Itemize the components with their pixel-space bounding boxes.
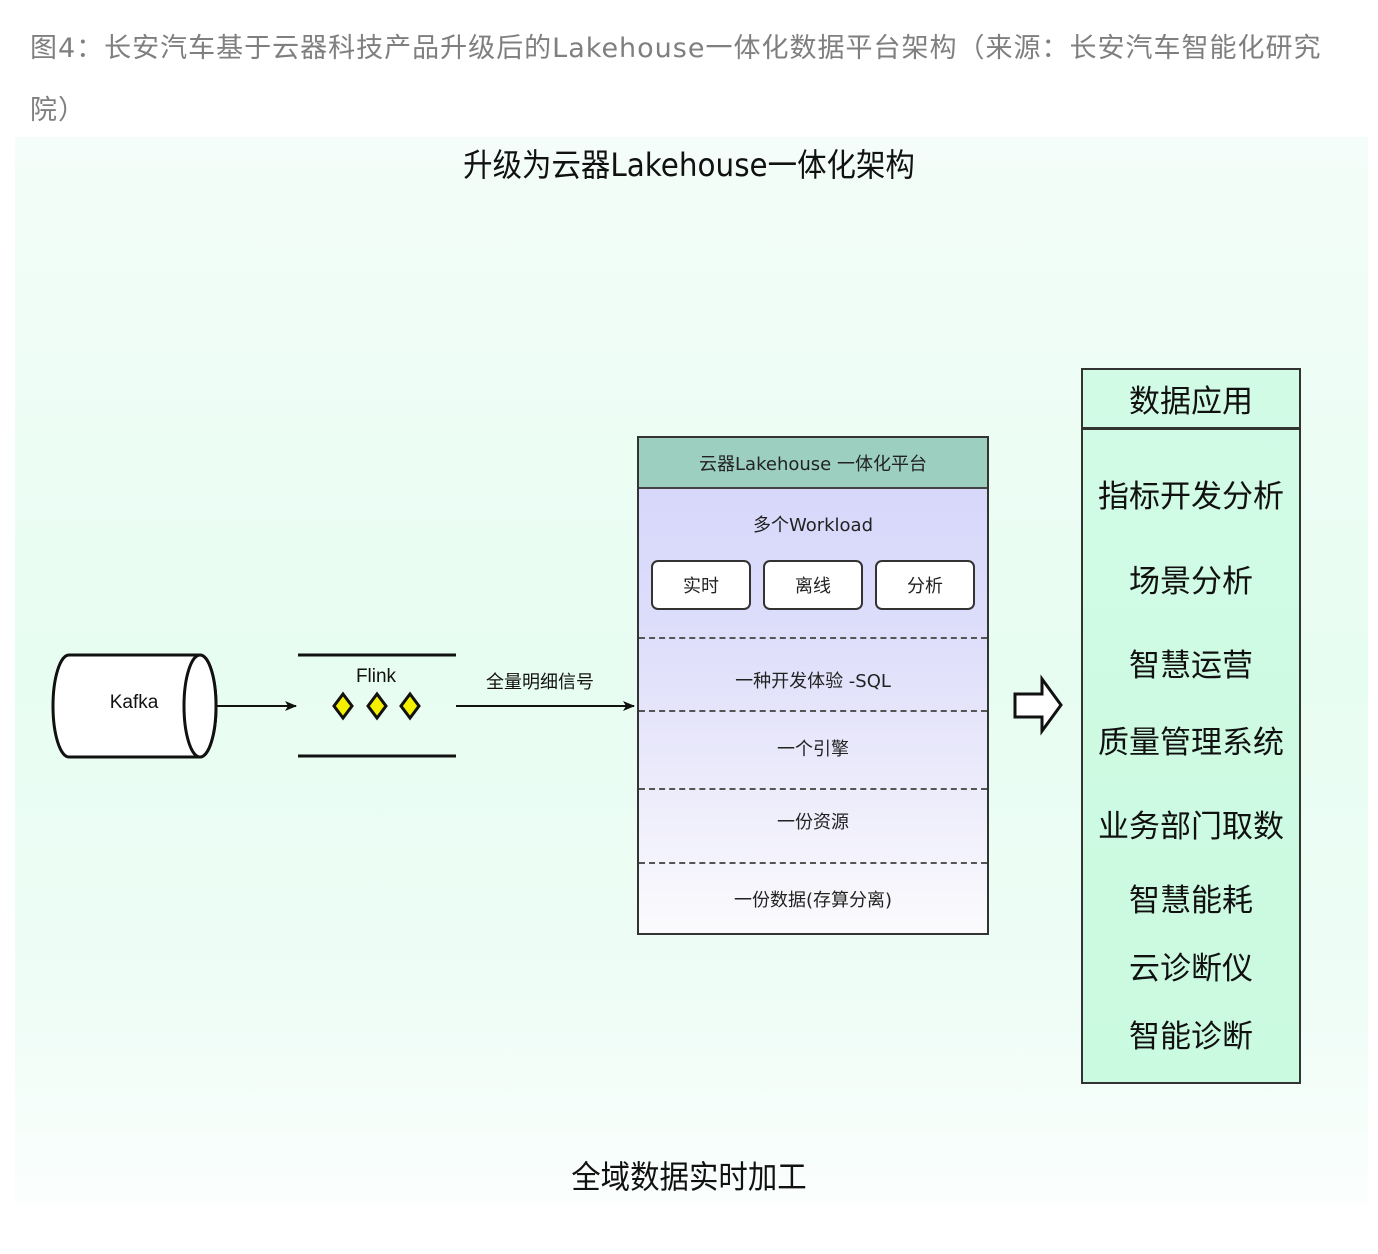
layer-data: 一份数据(存算分离) [639,864,987,933]
layer-label: 一种开发体验 -SQL [735,671,891,692]
app-item: 业务部门取数 [1098,809,1284,845]
app-item: 质量管理系统 [1098,725,1284,761]
applications-title: 数据应用 [1083,370,1299,430]
workload-offline: 离线 [763,560,863,610]
workload-group: 实时 离线 分析 [651,560,975,610]
diamond-2 [366,691,388,721]
workload-analysis: 分析 [875,560,975,610]
layer-sql: 一种开发体验 -SQL [639,639,987,712]
kafka-label: Kafka [109,692,159,713]
lakehouse-platform: 云器Lakehouse 一体化平台 多个Workload 实时 离线 分析 一种… [637,436,989,935]
workload-realtime: 实时 [651,560,751,610]
layer-label: 一份数据(存算分离) [733,890,893,911]
diagram-title: 升级为云器Lakehouse一体化架构 [463,146,915,184]
layer-engine: 一个引擎 [639,712,987,790]
data-applications: 数据应用 指标开发分析 场景分析 智慧运营 质量管理系统 业务部门取数 智慧能耗… [1081,368,1301,1084]
diagram-footer: 全域数据实时加工 [571,1158,807,1196]
app-item: 指标开发分析 [1098,479,1284,515]
diamond-3 [399,691,421,721]
stream-diamonds-icon [332,691,421,721]
layer-label: 一份资源 [777,812,849,833]
figure-caption: 图4：长安汽车基于云器科技产品升级后的Lakehouse一体化数据平台架构（来源… [30,33,1322,126]
workload-section: 多个Workload 实时 离线 分析 [639,489,987,639]
app-item: 云诊断仪 [1129,951,1253,987]
platform-title: 云器Lakehouse 一体化平台 [639,438,987,489]
flink-label: Flink [355,666,397,687]
hollow-right-arrow-icon [1013,674,1063,736]
layer-resource: 一份资源 [639,790,987,864]
edge-label: 全量明细信号 [486,672,594,693]
database-cylinder-icon [51,653,218,759]
app-item: 场景分析 [1129,564,1253,600]
diamond-1 [332,691,354,721]
app-item: 智能诊断 [1129,1019,1253,1055]
workload-title: 多个Workload [752,515,874,536]
app-item: 智慧运营 [1129,648,1253,684]
layer-label: 一个引擎 [777,739,849,760]
app-item: 智慧能耗 [1129,883,1253,919]
